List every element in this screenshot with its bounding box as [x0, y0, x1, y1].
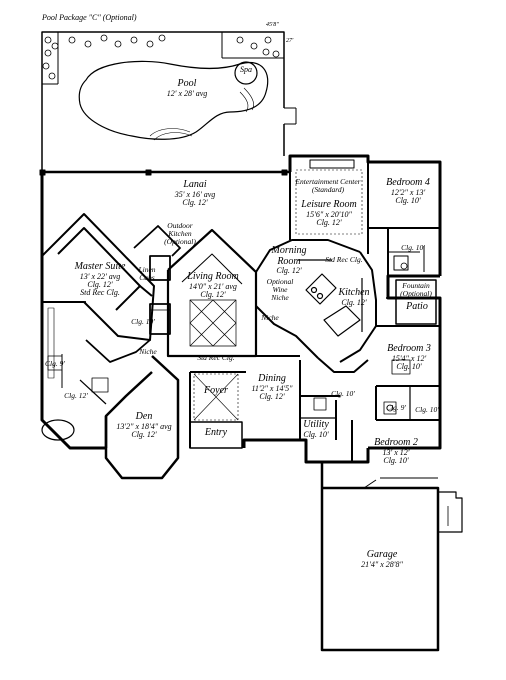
kitchen-niche-label: Niche	[261, 313, 279, 322]
lanai-label: Lanai 35' x 16' avg Clg. 12'	[174, 179, 216, 207]
bedroom4-bath-ceiling: Clg. 10'	[401, 243, 425, 252]
den-niche-label: Niche	[139, 347, 157, 356]
bedroom4-label: Bedroom 4 12'2" x 13' Clg. 10'	[386, 177, 430, 205]
wine-niche-label: Optional Wine Niche	[266, 277, 294, 302]
pool-package-label: Pool Package "C" (Optional)	[42, 13, 137, 22]
master-bath-ceiling-c: Clg. 12'	[64, 391, 88, 400]
pool-label: Pool 12' x 28' avg	[166, 78, 208, 98]
bedroom4-walls	[368, 227, 440, 276]
bedroom2-walls	[299, 360, 353, 462]
bedroom3-bath-ceiling-b: Clg. 10'	[415, 405, 439, 414]
leisure-room-walls	[289, 159, 369, 254]
patio-label: Patio	[406, 301, 428, 312]
garage-walls	[320, 462, 463, 652]
spa-outline	[234, 61, 258, 85]
foyer-label: Foyer	[204, 385, 228, 396]
entertainment-center-label: Entertainment Center (Standard)	[295, 177, 361, 194]
den-label: Den 13'2" x 18'4" avg Clg. 12'	[116, 411, 172, 439]
pool-steps	[149, 87, 254, 141]
dining-foyer-walls	[189, 355, 300, 449]
entry-label: Entry	[204, 427, 228, 438]
patio	[386, 279, 437, 325]
master-bath-ceiling-b: Clg. 9'	[45, 359, 65, 368]
den-walls	[104, 355, 180, 480]
utility-label: Utility Clg. 10'	[303, 419, 329, 439]
living-room-walls	[166, 228, 258, 358]
exterior-walls	[40, 154, 442, 464]
leisure-room-label: Leisure Room 15'6" x 20'10" Clg. 12'	[301, 199, 357, 227]
hall-ceiling: Clg. 10'	[331, 389, 355, 398]
outdoor-kitchen-label: Outdoor Kitchen (Optional)	[164, 221, 196, 246]
living-lattice	[189, 299, 237, 347]
planter-shrubs	[42, 34, 280, 80]
master-bath-ceiling-a: Clg. 10'	[131, 317, 155, 326]
dining-label: Dining 11'2" x 14'5" Clg. 12'	[251, 373, 293, 401]
kitchen-island	[298, 259, 363, 337]
linen-label: Linen Cabs	[138, 265, 156, 282]
morning-room-label: Morning Room Clg. 12'	[271, 245, 307, 275]
bedroom2-label: Bedroom 2 13' x 12' Clg. 10'	[374, 437, 418, 465]
living-room-ceiling-label: Std Rec Clg.	[197, 353, 235, 362]
garage-label: Garage 21'4" x 28'8"	[361, 549, 403, 569]
overall-width-dimension: 45'8"	[266, 22, 279, 28]
bedroom3-bath-ceiling-a: Clg. 9'	[386, 403, 406, 412]
spa-label: Spa	[240, 65, 252, 74]
kitchen-walls	[255, 239, 377, 373]
living-room-label: Living Room 14'0" x 21' avg Clg. 12'	[187, 271, 239, 299]
lanai	[39, 169, 290, 176]
side-dimension: 27'	[286, 38, 294, 44]
fountain-label: Fountain (Optional)	[400, 281, 432, 298]
master-bath	[41, 301, 151, 441]
pool-deck	[41, 31, 297, 172]
kitchen-label: Kitchen Clg. 12'	[338, 287, 370, 307]
bedroom3-label: Bedroom 3 15'4" x 12' Clg. 10'	[387, 343, 431, 371]
master-suite-label: Master Suite 13' x 22' avg Clg. 12' Std …	[74, 261, 126, 298]
bedroom3-walls	[375, 325, 440, 421]
leisure-ceiling-label: Std Rec Clg.	[325, 255, 363, 264]
pool-outline	[78, 60, 269, 140]
